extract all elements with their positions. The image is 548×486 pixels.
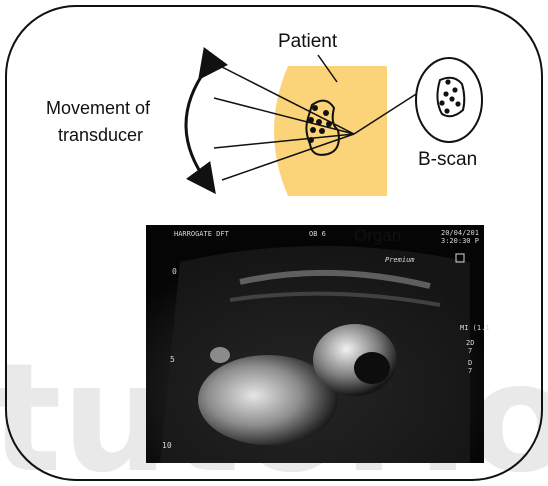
us-depth-10: 10 xyxy=(162,441,172,450)
fetus-limb xyxy=(210,347,230,363)
ultrasound-image: HARROGATE DFT OB 6 20/04/201 3:20:30 P P… xyxy=(146,225,490,463)
us-header-left: HARROGATE DFT xyxy=(174,230,230,238)
us-side-2d: 2D xyxy=(466,339,474,347)
us-side-d: D xyxy=(468,359,472,367)
movement-label: Movement of xyxy=(46,98,151,118)
patient-label: Patient xyxy=(278,31,338,52)
us-header-mid: OB 6 xyxy=(309,230,326,238)
organ-label: Organ xyxy=(354,226,401,245)
us-side-mi: MI (1.1 xyxy=(460,324,490,332)
us-header-date: 20/04/201 xyxy=(441,229,479,237)
patient-body xyxy=(274,66,387,196)
bscan-ellipse xyxy=(416,58,482,142)
us-side-7b: 7 xyxy=(468,367,472,375)
movement-arrow xyxy=(186,68,207,182)
us-side-7a: 7 xyxy=(468,347,472,355)
us-depth-5: 5 xyxy=(170,355,175,364)
us-depth-0: 0 xyxy=(172,267,177,276)
us-header-time: 3:20:30 P xyxy=(441,237,479,245)
us-brand: Premium xyxy=(385,256,415,264)
movement-label-2: transducer xyxy=(58,125,143,145)
bscan-label: B-scan xyxy=(418,149,477,170)
fetus-head-shadow xyxy=(354,352,390,384)
